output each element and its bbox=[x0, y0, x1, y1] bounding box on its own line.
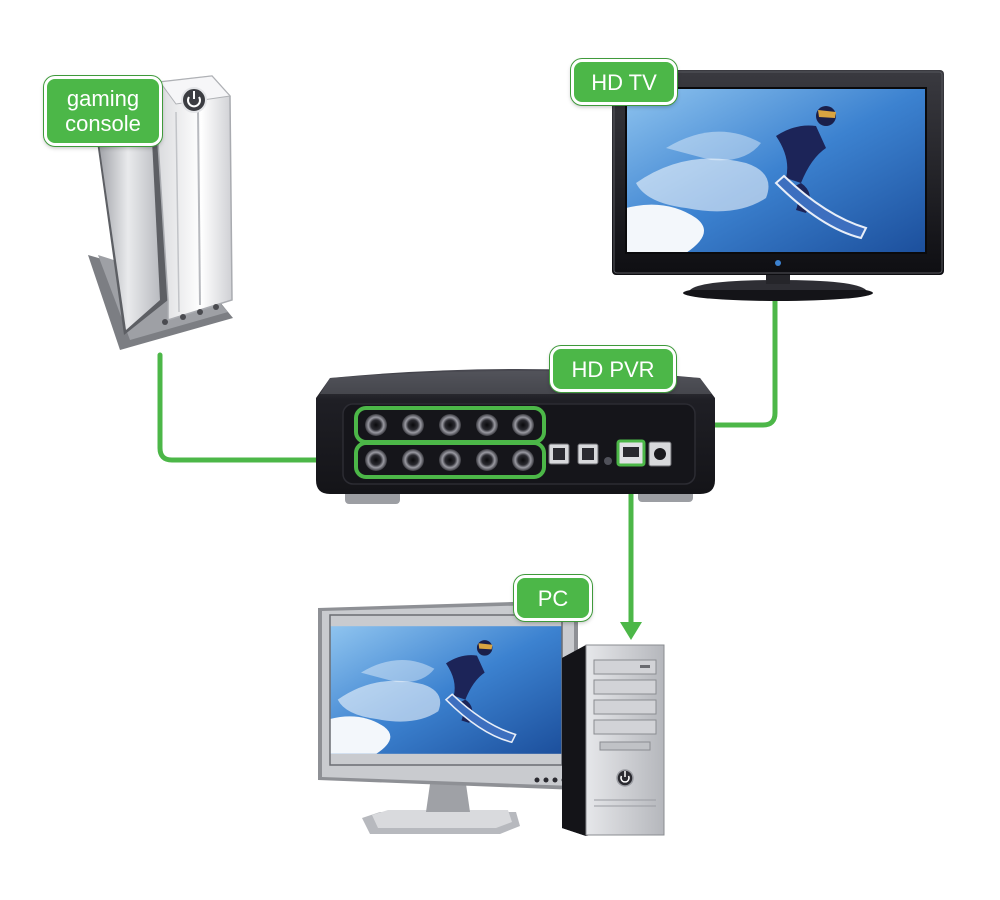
pc-label: PC bbox=[514, 575, 592, 621]
video-recorder-icon bbox=[316, 369, 715, 504]
hd-tv-label-text: HD TV bbox=[591, 69, 657, 95]
tv-screen bbox=[626, 88, 926, 253]
hd-pvr-label: HD PVR bbox=[550, 346, 676, 392]
gaming-console-icon bbox=[88, 75, 233, 350]
hd-tv-label: HD TV bbox=[571, 59, 677, 105]
pc-label-text: PC bbox=[537, 585, 569, 611]
power-button-icon bbox=[181, 87, 207, 113]
pvr-to-pc-arrowhead bbox=[620, 622, 642, 640]
pc-screen bbox=[330, 625, 562, 755]
console-to-pvr-line bbox=[157, 352, 338, 463]
television-icon bbox=[612, 70, 944, 301]
pvr-to-tv-line bbox=[542, 287, 778, 428]
hd-pvr-label-text: HD PVR bbox=[571, 356, 655, 382]
desktop-computer-icon bbox=[318, 600, 665, 836]
input-jack-row bbox=[354, 441, 546, 479]
